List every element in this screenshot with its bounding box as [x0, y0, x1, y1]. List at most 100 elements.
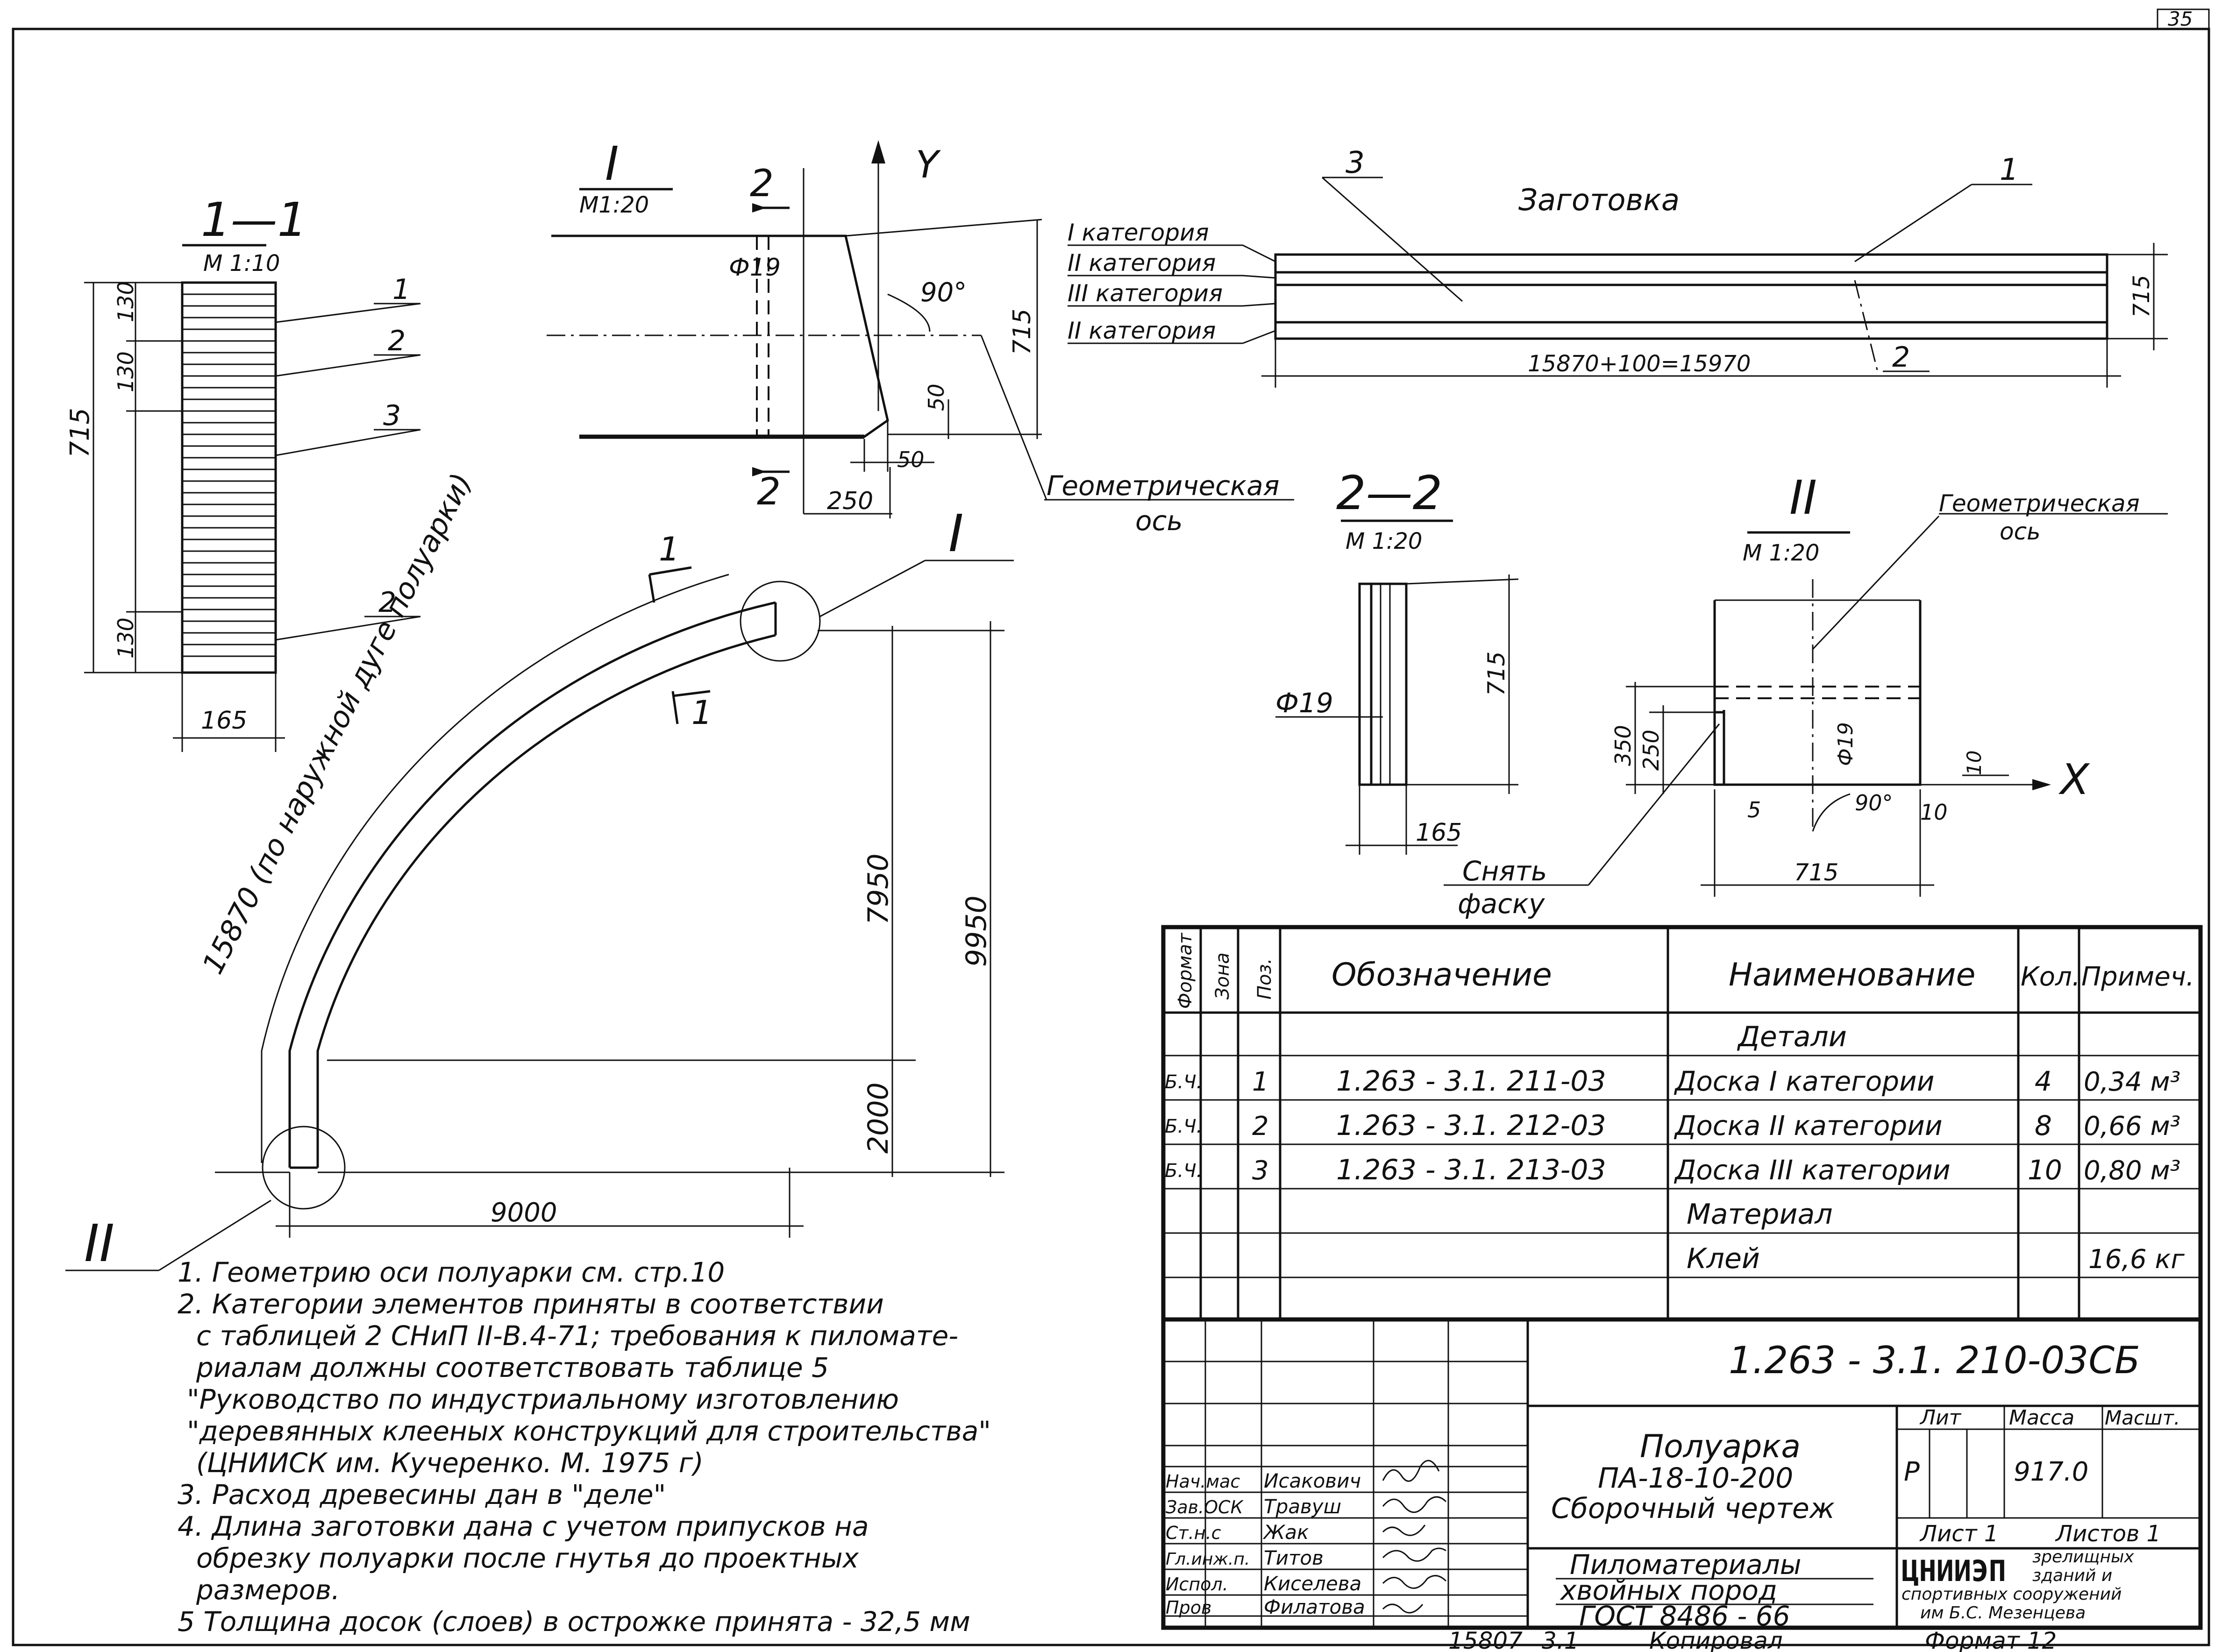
note-line: риалам должны соответствовать таблице 5 — [196, 1352, 829, 1383]
blank-pos-3: 3 — [1346, 146, 1365, 180]
page-number-box — [2157, 8, 2210, 30]
org-line-3: спортивных сооружений — [1901, 1585, 2122, 1604]
view-I-geom-axis-2: ось — [1135, 505, 1183, 537]
doc-code: 1.263 - 3.1. 210-03СБ — [1729, 1339, 2140, 1382]
dim-715-left: 715 — [65, 408, 95, 458]
blank-pos-1: 1 — [2000, 153, 2019, 187]
blank-height: 715 — [2129, 275, 2155, 318]
row-details-name: Детали — [1737, 1021, 1847, 1053]
lit-label: Лит — [1919, 1406, 1962, 1430]
axis-y-arrow — [871, 140, 885, 163]
person-2: Жак — [1262, 1521, 1309, 1544]
dim-165: 165 — [201, 707, 247, 735]
row3-format: Б.Ч. — [1165, 1160, 1202, 1182]
th-format: Формат — [1175, 932, 1196, 1009]
note-line: 4. Длина заготовки дана с учетом припуск… — [178, 1510, 869, 1542]
material-1: Пиломатериалы — [1570, 1549, 1802, 1581]
drawing-type: Сборочный чертеж — [1551, 1492, 1835, 1525]
scale-label: Масшт. — [2105, 1406, 2180, 1429]
blank-cat-1: I категория — [1068, 219, 1209, 246]
blank-view: Заготовка I категория II категория III к… — [1068, 146, 2168, 388]
view-I-outline — [551, 234, 889, 438]
sheet-frame — [12, 28, 2210, 1646]
title-block: 1.263 - 3.1. 210-03СБ Полуарка ПА-18-10-… — [1161, 1317, 2203, 1632]
blank-length: 15870+100=15970 — [1528, 351, 1751, 377]
chamfer-label-1: Снять — [1462, 855, 1547, 887]
view-II-dim-10b: 10 — [1920, 800, 1948, 825]
detail-II-circle — [262, 1126, 346, 1210]
view-I-title: I — [605, 136, 619, 191]
blank-outline — [1274, 253, 2108, 340]
role-2: Ст.н.с — [1166, 1523, 1221, 1543]
note-line: (ЦНИИСК им. Кучеренко. М. 1975 г) — [196, 1447, 704, 1479]
section-1-1-scale: M 1:10 — [203, 250, 280, 277]
view-I-scale: M1:20 — [579, 192, 649, 218]
view-II-dim-715: 715 — [1794, 859, 1838, 886]
view-I: I M1:20 Y Ф19 90° 715 50 50 250 2 2 Геом… — [547, 136, 1294, 537]
row1-name: Доска I категории — [1674, 1065, 1934, 1097]
person-1: Травуш — [1264, 1495, 1341, 1518]
arch-mark-I: I — [948, 503, 963, 563]
dim-2000: 2000 — [862, 1082, 895, 1154]
view-I-geom-axis-1: Геометрическая — [1047, 470, 1280, 502]
section-2-2-dim-165: 165 — [1416, 819, 1462, 847]
blank-cat-2: II категория — [1068, 249, 1216, 277]
axis-y-label: Y — [916, 143, 941, 186]
org-line-1: зрелищных — [2032, 1547, 2134, 1567]
view-II-scale: M 1:20 — [1743, 540, 1819, 566]
view-II-angle: 90° — [1855, 790, 1893, 815]
material-3: ГОСТ 8486 - 66 — [1579, 1600, 1790, 1632]
arch-cut-1b: 1 — [691, 694, 712, 732]
view-II-diam: Ф19 — [1834, 722, 1858, 766]
note-line: размеров. — [196, 1574, 340, 1606]
blank-cat-3: III категория — [1068, 280, 1223, 307]
th-pos: Поз. — [1254, 958, 1275, 1000]
footer-copied: Копировал — [1649, 1627, 1783, 1652]
dim-7950: 7950 — [862, 853, 895, 925]
role-1: Зав.ОСК — [1166, 1497, 1244, 1517]
th-designation: Обозначение — [1332, 957, 1552, 993]
signatures — [1382, 1460, 1447, 1614]
person-0: Исакович — [1264, 1469, 1361, 1492]
product-name: Полуарка — [1640, 1428, 1801, 1465]
mass-label: Масса — [2009, 1406, 2074, 1430]
person-4: Киселева — [1264, 1572, 1361, 1595]
view-I-diam: Ф19 — [729, 254, 781, 282]
view-II-outline — [1713, 600, 1922, 786]
detail-I-circle — [740, 581, 821, 662]
row2-designation: 1.263 - 3.1. 212-03 — [1336, 1109, 1606, 1142]
row3-designation: 1.263 - 3.1. 213-03 — [1336, 1154, 1606, 1186]
row3-note: 0,80 м³ — [2084, 1156, 2180, 1186]
product-mark: ПА-18-10-200 — [1598, 1462, 1793, 1495]
material-2: хвойных пород — [1560, 1574, 1777, 1606]
footer-format: Формат 12 — [1925, 1627, 2057, 1652]
section-1-1-pos-2a: 2 — [388, 325, 406, 357]
note-line: с таблицей 2 СНиП II-В.4-71; требования … — [196, 1320, 959, 1352]
arch-view: I II 15870 (по наружной дуге полуарки) 1… — [65, 468, 1014, 1273]
row-glue-name: Клей — [1687, 1242, 1760, 1275]
sheets-label: Листов 1 — [2055, 1521, 2161, 1547]
view-I-cut-2-top: 2 — [750, 162, 774, 205]
row1-designation: 1.263 - 3.1. 211-03 — [1336, 1065, 1606, 1098]
row2-note: 0,66 м³ — [2084, 1111, 2180, 1142]
person-5: Филатова — [1264, 1595, 1365, 1618]
section-1-1-title: 1—1 — [201, 192, 307, 247]
role-5: Пров — [1166, 1597, 1211, 1618]
person-3: Титов — [1264, 1546, 1324, 1569]
row2-qty: 8 — [2035, 1110, 2052, 1142]
section-2-2-diam: Ф19 — [1275, 687, 1333, 719]
role-3: Гл.инж.п. — [1166, 1550, 1250, 1569]
th-name: Наименование — [1729, 957, 1975, 993]
view-I-dim-50b: 50 — [897, 447, 925, 472]
footer-s1: 3.1 — [1542, 1627, 1579, 1652]
org-logo: ЦНИИЭП — [1901, 1554, 2006, 1588]
footer-inv: 15807 — [1448, 1627, 1523, 1652]
page-number: 35 — [2168, 7, 2193, 30]
role-4: Испол. — [1166, 1574, 1228, 1595]
section-2-2-scale: M 1:20 — [1346, 528, 1422, 554]
note-line: "Руководство по индустриальному изготовл… — [187, 1383, 899, 1415]
note-line: обрезку полуарки после гнутья до проектн… — [196, 1542, 859, 1574]
mass-value: 917.0 — [2014, 1457, 2088, 1487]
row2-pos: 2 — [1252, 1111, 1269, 1142]
